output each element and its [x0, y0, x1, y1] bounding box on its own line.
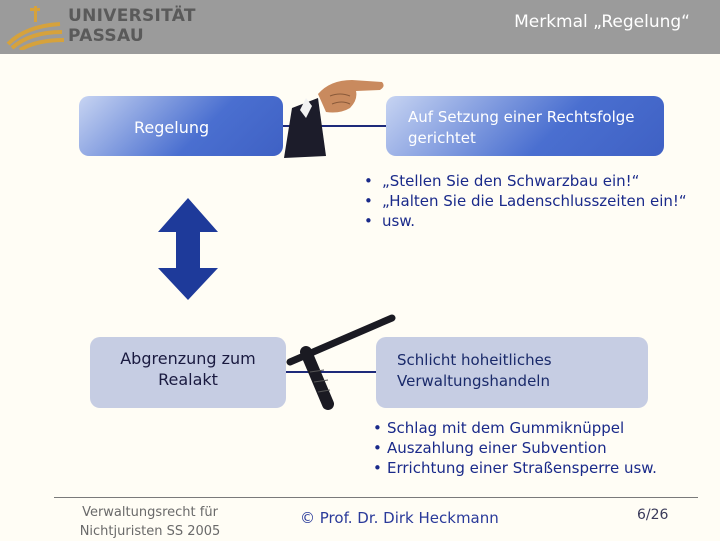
- schlicht-hoheitlich-label: Schlicht hoheitliches Verwaltungshandeln: [397, 351, 552, 390]
- list-item: „Stellen Sie den Schwarzbau ein!“: [364, 171, 687, 191]
- baton-illustration: [286, 314, 396, 410]
- page-number: 6/26: [637, 507, 669, 523]
- regelung-box: [79, 96, 283, 156]
- examples-realakt-list: Schlag mit dem Gummiknüppel Auszahlung e…: [373, 418, 657, 478]
- logo-text-passau: PASSAU: [68, 26, 145, 46]
- university-logo: UNIVERSITÄT PASSAU: [6, 4, 195, 52]
- university-logo-icon: [6, 6, 65, 52]
- list-item: „Halten Sie die Ladenschlusszeiten ein!“: [364, 191, 687, 211]
- regelung-label: Regelung: [134, 118, 210, 137]
- list-item: Auszahlung einer Subvention: [373, 438, 657, 458]
- logo-text-universitaet: UNIVERSITÄT: [68, 6, 196, 26]
- list-item: Errichtung einer Straßensperre usw.: [373, 458, 657, 478]
- abgrenzung-box: [90, 337, 286, 408]
- footer-divider: [54, 497, 698, 498]
- footer-course-title: Verwaltungsrecht für Nichtjuristen SS 20…: [79, 505, 221, 539]
- rechtsfolge-label: Auf Setzung einer Rechtsfolge gerichtet: [408, 108, 635, 147]
- list-item: Schlag mit dem Gummiknüppel: [373, 418, 657, 438]
- abgrenzung-label: Abgrenzung zum Realakt: [120, 349, 256, 389]
- schlicht-hoheitlich-box: [376, 337, 648, 408]
- pointing-hand-illustration: [284, 80, 384, 158]
- rechtsfolge-box: [386, 96, 664, 156]
- footer-author: © Prof. Dr. Dirk Heckmann: [300, 509, 499, 527]
- page-title: Merkmal „Regelung“: [514, 12, 690, 32]
- list-item: usw.: [364, 211, 687, 231]
- double-arrow-icon: [158, 198, 218, 300]
- examples-regelung-list: „Stellen Sie den Schwarzbau ein!“ „Halte…: [364, 171, 687, 231]
- header-bar: UNIVERSITÄT PASSAU Merkmal „Regelung“: [0, 0, 720, 54]
